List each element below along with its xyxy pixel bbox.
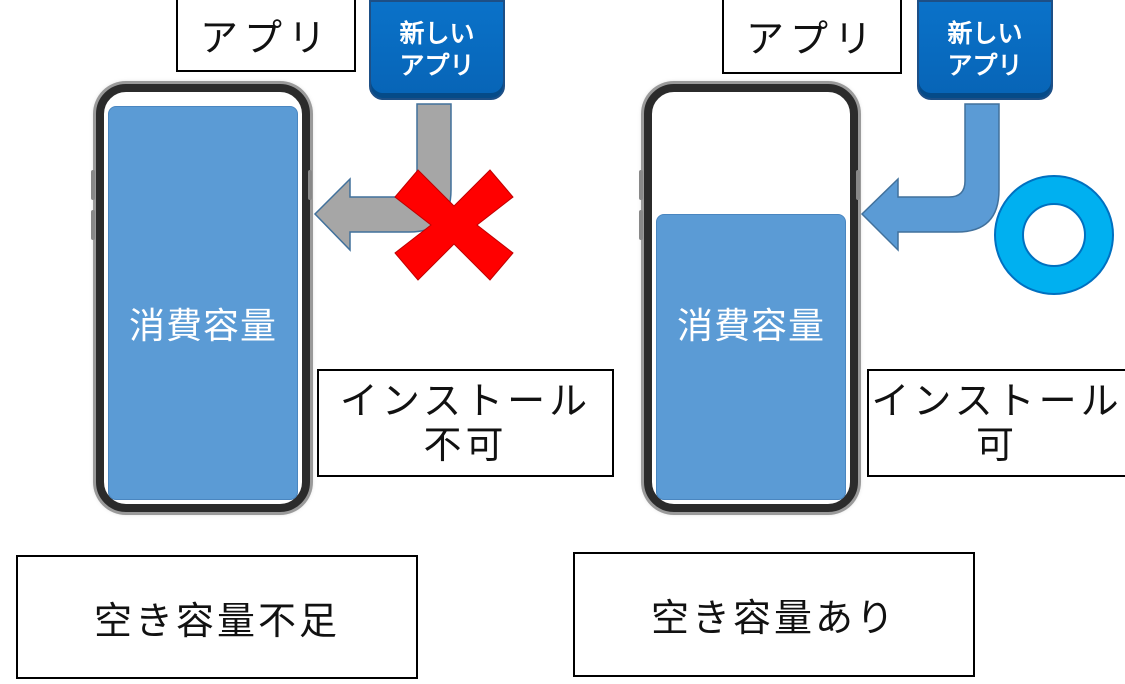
phone-side-button <box>308 170 312 200</box>
app-label-box: アプリ <box>722 0 902 74</box>
phone-side-button <box>91 210 95 240</box>
cross-icon <box>394 169 514 281</box>
install-line2: 不可 <box>423 423 508 467</box>
storage-fill: 消費容量 <box>108 106 298 500</box>
circle-icon-outer-ring <box>994 175 1114 295</box>
install-line2: 可 <box>975 423 1018 467</box>
storage-fill: 消費容量 <box>656 214 846 500</box>
install-line1: インストール <box>339 379 592 423</box>
new-app-badge: 新しい アプリ <box>917 0 1053 100</box>
new-app-line2: アプリ <box>399 51 475 80</box>
new-app-line1: 新しい <box>399 19 475 48</box>
storage-status-label: 空き容量あり <box>650 596 897 640</box>
consumed-label: 消費容量 <box>676 306 825 347</box>
storage-status-label: 空き容量不足 <box>93 598 340 643</box>
app-label: アプリ <box>199 15 332 60</box>
new-app-line2: アプリ <box>947 51 1023 80</box>
storage-status-box: 空き容量不足 <box>16 555 418 679</box>
phone: 消費容量 <box>96 84 310 512</box>
phone-side-button <box>639 210 643 240</box>
storage-status-box: 空き容量あり <box>573 552 975 677</box>
new-app-badge: 新しい アプリ <box>369 0 505 100</box>
install-line1: インストール <box>871 379 1123 423</box>
phone-side-button <box>639 170 643 200</box>
phone-side-button <box>856 170 860 200</box>
app-label-box: アプリ <box>176 0 356 72</box>
app-label: アプリ <box>745 16 878 61</box>
circle-icon-inner-ring <box>1022 203 1086 267</box>
new-app-line1: 新しい <box>947 19 1023 48</box>
phone: 消費容量 <box>644 84 858 512</box>
install-status-box: インストール 不可 <box>317 369 614 477</box>
circle-icon <box>995 176 1113 294</box>
install-arrow <box>860 103 1000 252</box>
phone-side-button <box>91 170 95 200</box>
install-status-box: インストール 可 <box>867 369 1125 477</box>
consumed-label: 消費容量 <box>128 306 277 347</box>
